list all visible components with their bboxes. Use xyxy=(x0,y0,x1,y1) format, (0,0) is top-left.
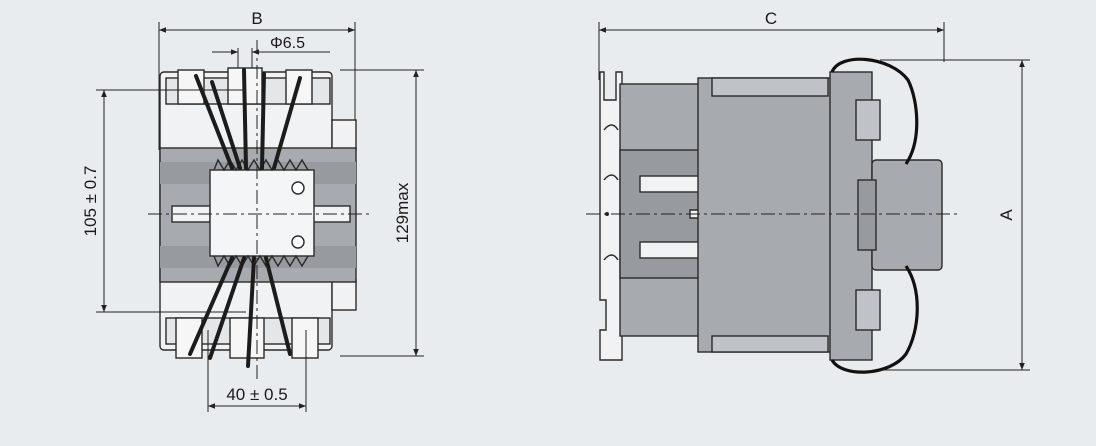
side-cable-loop xyxy=(830,57,919,374)
dimension-c-label: C xyxy=(765,9,777,28)
mount-vertical-label: 105 ± 0.7 xyxy=(81,166,100,237)
height-max-label: 129max xyxy=(393,182,412,243)
front-body xyxy=(159,67,357,359)
dimension-c: C xyxy=(598,9,945,80)
mount-horizontal-label: 40 ± 0.5 xyxy=(226,385,287,404)
side-coil-knob xyxy=(871,159,943,271)
dimension-mount-horizontal: 40 ± 0.5 xyxy=(207,330,307,412)
dimension-a: A xyxy=(880,59,1030,371)
front-view: B Φ6.5 xyxy=(81,9,424,412)
front-wires xyxy=(188,68,302,368)
side-view: C xyxy=(586,9,1030,374)
din-rail-clip xyxy=(599,71,623,361)
dimension-mount-vertical: 105 ± 0.7 xyxy=(81,89,246,313)
dimension-a-label: A xyxy=(997,209,1016,221)
dimension-b-label: B xyxy=(251,9,262,28)
dimension-height-max: 129max xyxy=(340,69,424,357)
terminal-diameter-label: Φ6.5 xyxy=(270,35,305,52)
